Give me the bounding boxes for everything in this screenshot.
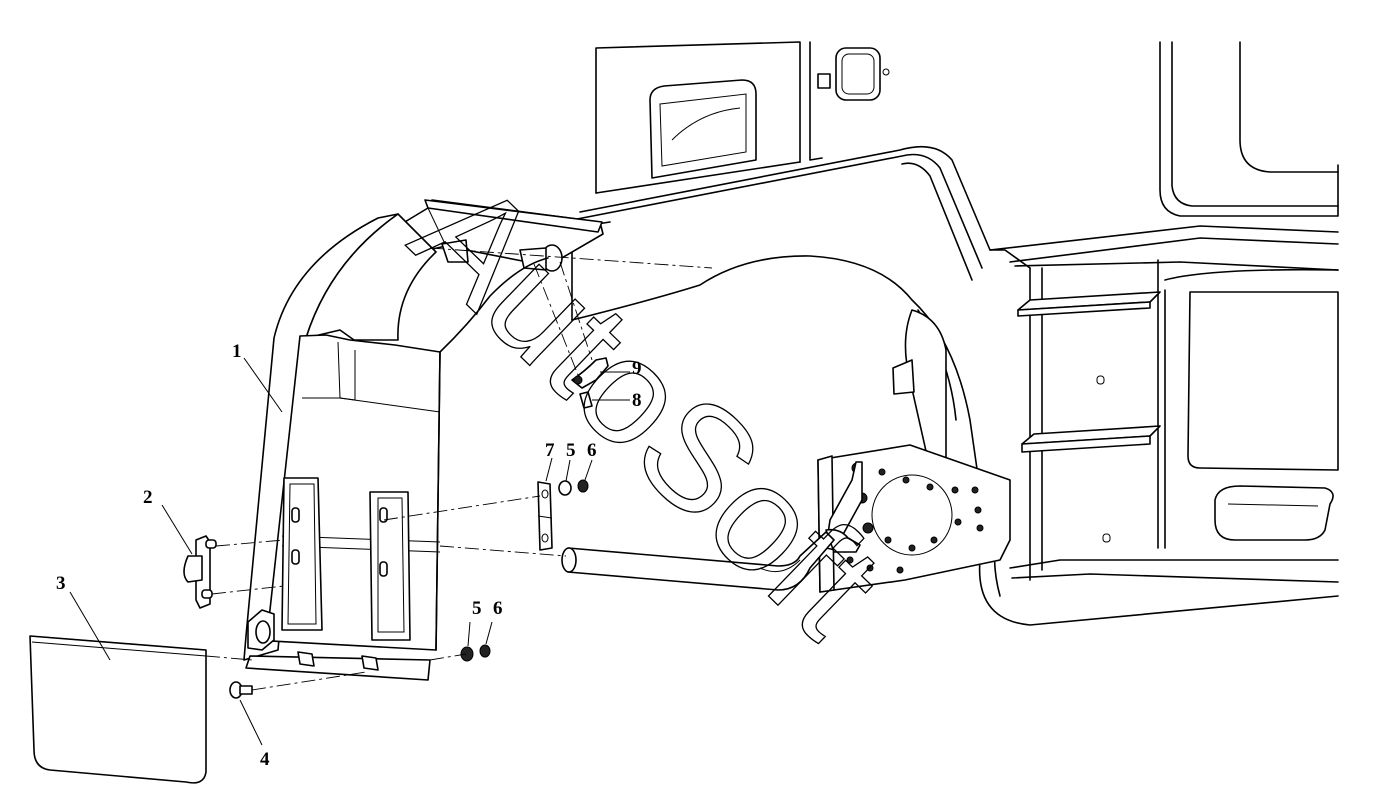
callout-6-lower: 6 [493, 598, 503, 619]
callout-4: 4 [260, 749, 270, 770]
callout-numbers: 1 2 3 4 5 6 5 6 7 8 9 [56, 341, 642, 770]
mudflap-part-3 [29, 635, 207, 784]
callout-3: 3 [56, 573, 66, 594]
callout-5-upper: 5 [566, 440, 576, 461]
callout-5-lower: 5 [472, 598, 482, 619]
bolt-part-4 [229, 681, 253, 699]
callout-6-upper: 6 [587, 440, 597, 461]
callout-1: 1 [232, 341, 242, 362]
leader-lines [69, 357, 630, 746]
clip-part-9 [571, 357, 609, 389]
bracket-part-7 [537, 479, 589, 551]
callout-9: 9 [632, 358, 642, 379]
frame-bracket-plate [817, 444, 1011, 593]
callout-7: 7 [545, 440, 555, 461]
watermark: AutoSoft [383, 147, 914, 668]
truck-cab [571, 41, 1339, 626]
assembly-lines [205, 247, 713, 691]
washer-nut-lower [460, 644, 491, 662]
screw-part-8 [579, 391, 593, 409]
mounting-tube [561, 531, 835, 591]
mudguard [243, 199, 604, 681]
callout-2: 2 [143, 487, 153, 508]
clamp-part-2 [183, 535, 217, 609]
callout-8: 8 [632, 390, 642, 411]
